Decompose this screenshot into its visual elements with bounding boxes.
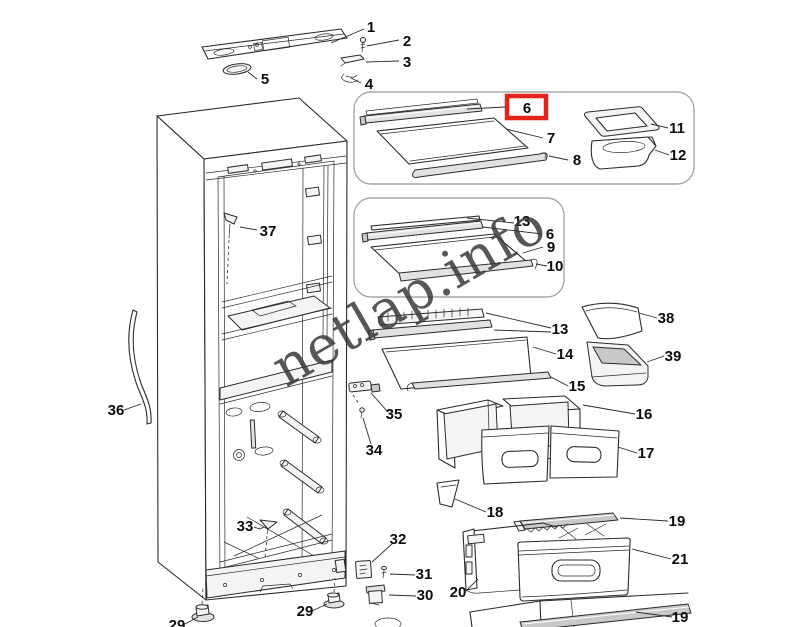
part-38-lid (581, 302, 643, 340)
part-11-container-lid (583, 106, 660, 137)
part-32-plate (355, 560, 373, 579)
callout-labels: 1 2 3 4 5 6 7 8 11 12 13 6 9 10 37 38 39… (108, 19, 689, 627)
part-33-drain-funnel (259, 519, 278, 559)
part-36-trim-strip (128, 309, 152, 425)
part-label-19b[interactable]: 19 (672, 609, 689, 626)
part-label-33[interactable]: 33 (237, 518, 254, 535)
part-39-container (586, 341, 649, 387)
part-label-37[interactable]: 37 (260, 223, 277, 240)
group-box-mid-shelf (353, 197, 565, 298)
part-2-screw (360, 37, 366, 53)
part-label-16[interactable]: 16 (636, 406, 653, 423)
part-label-15[interactable]: 15 (569, 378, 586, 395)
part-label-13b[interactable]: 13 (552, 321, 569, 338)
part-label-29b[interactable]: 29 (169, 617, 186, 627)
part-label-7[interactable]: 7 (547, 130, 555, 147)
part-label-8[interactable]: 8 (573, 152, 581, 169)
part-label-19a[interactable]: 19 (669, 513, 686, 530)
second-freezer-drawer-partial (374, 592, 692, 627)
part-label-5[interactable]: 5 (261, 71, 269, 88)
part-21-drawer-front (517, 537, 631, 602)
part-label-3[interactable]: 3 (403, 54, 411, 71)
part-19-rail (513, 512, 619, 540)
part-label-17[interactable]: 17 (638, 445, 655, 462)
part-18-flap (436, 479, 460, 508)
part-label-30[interactable]: 30 (417, 587, 434, 604)
part-label-13a[interactable]: 13 (514, 213, 531, 230)
part-label-35[interactable]: 35 (386, 406, 403, 423)
part-6-shelf-trim-2 (361, 220, 484, 243)
part-label-34[interactable]: 34 (366, 442, 383, 459)
part-label-9[interactable]: 9 (547, 239, 555, 256)
part-4-hook (341, 73, 359, 83)
part-29-feet (191, 577, 345, 622)
part-13-hatched-rail (377, 307, 485, 326)
part-8-shelf-trim (412, 152, 548, 178)
part-20-drawer-body (462, 522, 557, 594)
part-label-38[interactable]: 38 (658, 310, 675, 327)
part-label-11[interactable]: 11 (669, 120, 685, 137)
part-label-4[interactable]: 4 (365, 76, 374, 93)
leader-lines (123, 28, 673, 625)
part-label-32[interactable]: 32 (390, 531, 407, 548)
part-label-29a[interactable]: 29 (297, 603, 314, 620)
part-6-shelf-trim (359, 98, 483, 126)
part-label-1[interactable]: 1 (367, 19, 375, 36)
part-label-31[interactable]: 31 (416, 566, 433, 583)
part-label-20[interactable]: 20 (450, 584, 467, 601)
part-5-cover-cap (222, 63, 252, 75)
part-label-6b[interactable]: 6 (546, 226, 554, 243)
part-label-36[interactable]: 36 (108, 402, 125, 419)
part-15-shelf-trim (406, 371, 552, 392)
part-label-14[interactable]: 14 (557, 346, 574, 363)
part-13-front-rail (367, 319, 493, 341)
part-31-screw (381, 565, 387, 579)
part-label-21[interactable]: 21 (672, 551, 689, 568)
part-3-clip (340, 54, 365, 67)
part-label-10[interactable]: 10 (547, 258, 564, 275)
part-label-39[interactable]: 39 (665, 348, 682, 365)
part-35-bracket (348, 380, 381, 406)
part-12-container-box (590, 136, 657, 170)
part-34-screw (359, 407, 365, 419)
part-37-sensor-pin (223, 212, 238, 285)
group-box-top-shelf (353, 91, 695, 185)
part-30-bracket (365, 584, 386, 606)
part-label-6-highlighted[interactable]: 6 (523, 100, 531, 117)
part-7-glass-shelf (376, 117, 529, 165)
part-label-18[interactable]: 18 (487, 504, 504, 521)
part-17-drawer-fronts (481, 425, 620, 485)
cabinet-body (156, 97, 348, 601)
highlight-box-part-6[interactable] (504, 93, 549, 121)
part-13-rear-rail (370, 215, 481, 231)
part-label-12[interactable]: 12 (670, 147, 687, 164)
part-1-top-panel (201, 28, 348, 60)
part-label-2[interactable]: 2 (403, 33, 411, 50)
